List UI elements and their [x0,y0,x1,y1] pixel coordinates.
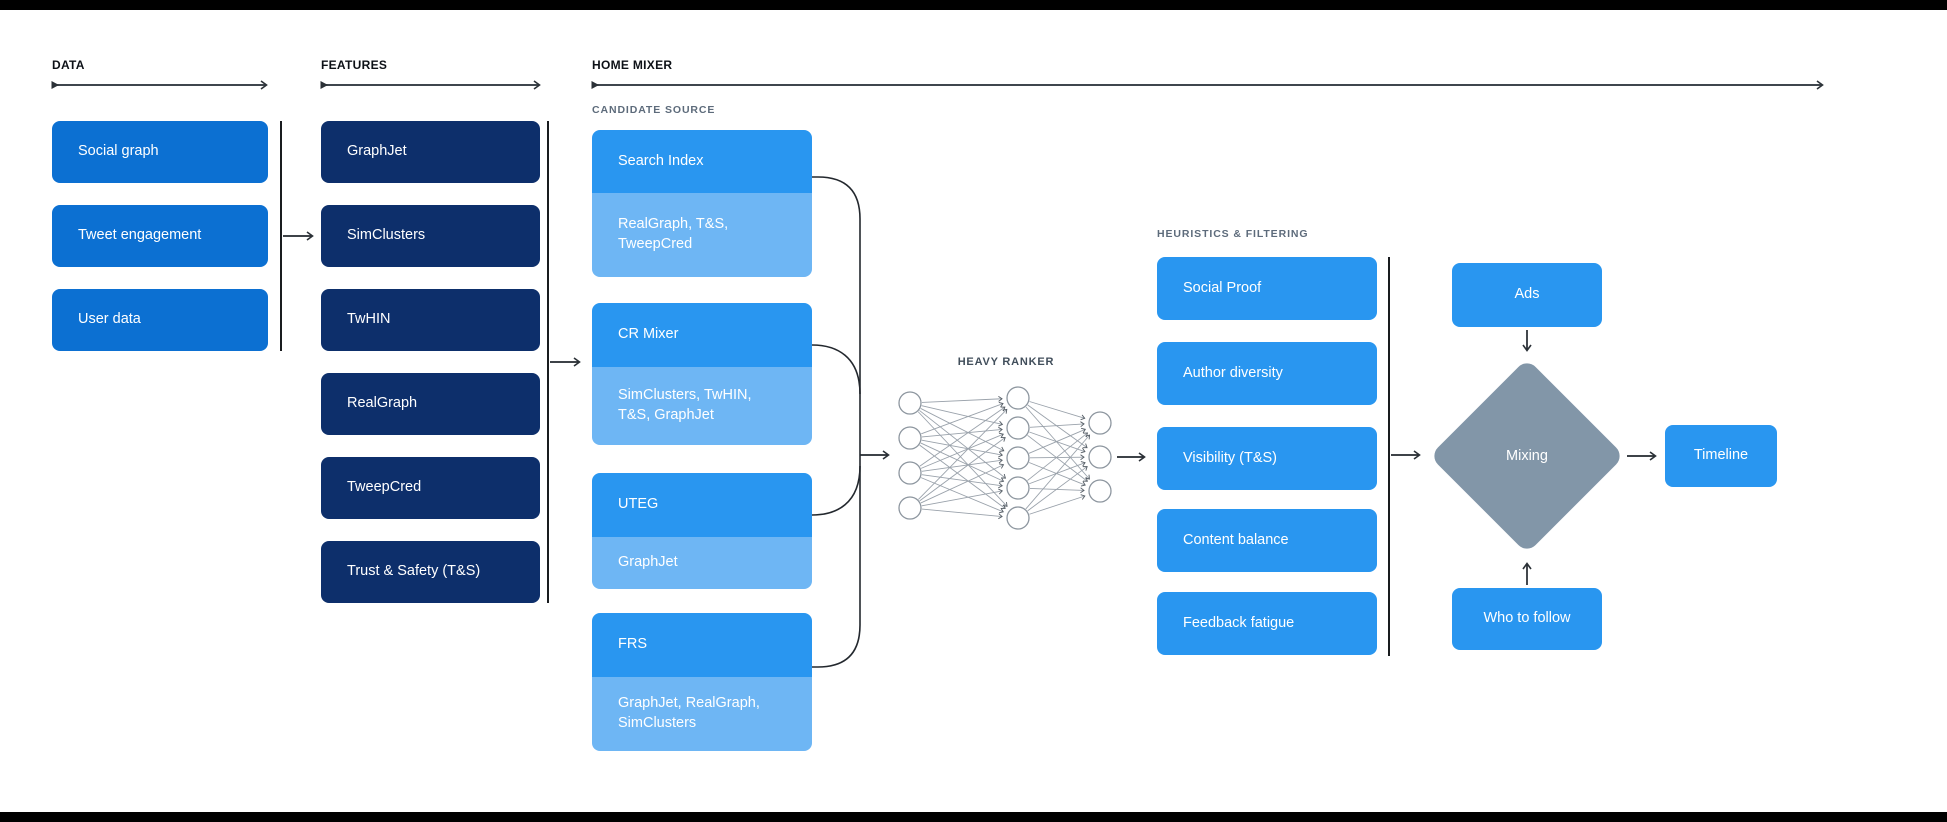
feature-box-trust-safety: Trust & Safety (T&S) [321,541,540,603]
data-box-tweet-engagement: Tweet engagement [52,205,268,267]
feature-box-twhin: TwHIN [321,289,540,351]
candidate-merge-uteg [811,465,861,516]
heuristic-box-author-diversity: Author diversity [1157,342,1377,405]
feature-box-tweepcred: TweepCred [321,457,540,519]
candidate-merge-crmixer [811,344,861,395]
feature-box-realgraph: RealGraph [321,373,540,435]
candidate-box-cr-mixer: CR Mixer [592,303,812,367]
candidate-source-label: CANDIDATE SOURCE [592,104,716,116]
candidate-merge-bracket [812,176,861,668]
heavy-ranker-label: HEAVY RANKER [957,356,1055,368]
candidate-box-uteg: UTEG [592,473,812,537]
heuristic-box-visibility: Visibility (T&S) [1157,427,1377,490]
candidate-box-frs: FRS [592,613,812,677]
mixing-diamond-label: Mixing [1506,448,1548,464]
candidate-inputs-frs: GraphJet, RealGraph, SimClusters [592,677,812,751]
heuristic-box-feedback-fatigue: Feedback fatigue [1157,592,1377,655]
neural-net-edges [917,396,1091,520]
candidate-inputs-uteg: GraphJet [592,537,812,589]
who-to-follow-box: Who to follow [1452,588,1602,650]
top-letterbox-bar [0,0,1947,10]
features-section-header: FEATURES [321,58,388,72]
data-section-header: DATA [52,58,85,72]
heuristics-label: HEURISTICS & FILTERING [1157,228,1309,240]
data-box-social-graph: Social graph [52,121,268,183]
candidate-inputs-cr-mixer: SimClusters, TwHIN, T&S, GraphJet [592,367,812,445]
ads-box: Ads [1452,263,1602,327]
data-box-user-data: User data [52,289,268,351]
home-mixer-section-header: HOME MIXER [592,58,673,72]
candidate-box-search-index: Search Index [592,130,812,193]
bottom-letterbox-bar [0,812,1947,822]
heuristic-box-social-proof: Social Proof [1157,257,1377,320]
timeline-box: Timeline [1665,425,1777,487]
candidate-inputs-search-index: RealGraph, T&S, TweepCred [592,193,812,277]
neural-net-nodes [898,386,1112,530]
heuristic-box-content-balance: Content balance [1157,509,1377,572]
feature-box-simclusters: SimClusters [321,205,540,267]
feature-box-graphjet: GraphJet [321,121,540,183]
